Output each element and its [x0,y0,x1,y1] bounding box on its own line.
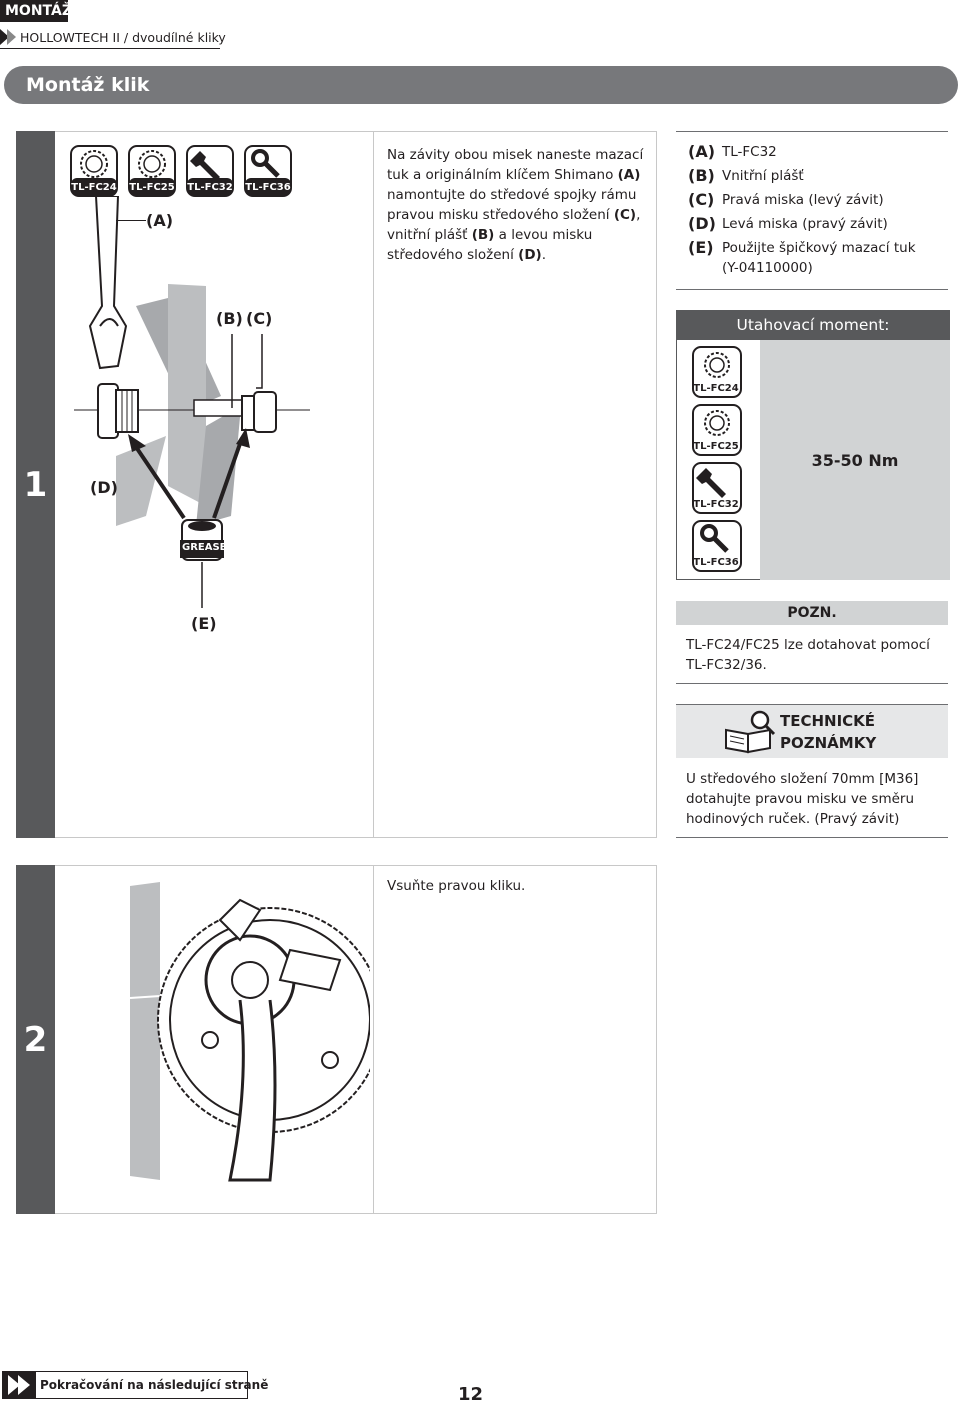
note-heading: POZN. [676,601,948,625]
step-1-divider [373,131,374,838]
wrench-icon [186,145,234,197]
note-bottom-rule [676,683,948,684]
label-b: (B) [216,309,243,328]
cup-tool-icon [70,145,118,197]
tech-notes-bottom-rule [676,837,948,838]
step-1-number: 1 [16,131,55,838]
tool-tl-fc24: TL-FC24 [70,145,118,199]
grease-label: GREASE [182,542,227,553]
label-a: (A) [146,211,174,230]
torque-tool-tl-fc32: TL-FC32 [692,462,742,516]
tool-tl-fc36: TL-FC36 [244,145,292,199]
step-2-description: Vsuňte pravou kliku. [387,878,526,894]
parts-list-item: (D)Levá miska (pravý závit) [688,214,888,233]
tool-label: TL-FC24 [71,182,117,193]
tool-label: TL-FC32 [693,499,739,510]
parts-list-item: (C)Pravá miska (levý závit) [688,190,884,209]
breadcrumb-arrows-icon [0,29,16,45]
crankset-illustration [130,882,370,1182]
parts-list-item: (E)Použijte špičkový mazací tuk [688,238,916,257]
parts-top-rule [676,131,948,132]
label-a-leader [116,220,146,221]
cup-tool-icon [692,346,742,398]
tool-label: TL-FC25 [129,182,175,193]
breadcrumb-label: HOLLOWTECH II / dvoudílné kliky [20,29,226,45]
cup-tool-icon [692,404,742,456]
wrench-icon [244,145,292,197]
double-arrow-icon [2,1371,36,1399]
tool-label: TL-FC36 [245,182,291,193]
parts-list-item: (Y-04110000) [722,260,813,276]
tool-label: TL-FC24 [693,383,739,394]
torque-tool-tl-fc25: TL-FC25 [692,404,742,458]
tech-notes-text: U středového složení 70mm [M36] dotahujt… [686,771,919,827]
torque-tool-tl-fc24: TL-FC24 [692,346,742,400]
book-magnifier-icon [725,710,776,754]
parts-list-item: (A)TL-FC32 [688,142,777,161]
tool-label: TL-FC25 [693,441,739,452]
cup-tool-icon [128,145,176,197]
step-2-number: 2 [16,865,55,1214]
tool-label: TL-FC32 [187,182,233,193]
note-text: TL-FC24/FC25 lze dotahovat pomocí TL-FC3… [686,637,930,673]
torque-tool-tl-fc36: TL-FC36 [692,520,742,574]
tech-notes-header [676,704,948,758]
section-tag: MONTÁŽ [0,0,72,22]
tool-icons-row: TL-FC24 TL-FC25 TL-FC32 TL-FC36 [70,145,300,199]
tool-label: TL-FC36 [693,557,739,568]
breadcrumb-underline [0,48,220,49]
label-e: (E) [191,614,217,633]
page-title: Montáž klik [4,66,958,104]
parts-list: (A)TL-FC32 (B)Vnitřní plášť (C)Pravá mis… [688,140,948,280]
torque-heading: Utahovací moment: [676,310,950,340]
label-c: (C) [246,309,273,328]
wrench-icon [692,462,742,514]
page-number: 12 [458,1384,484,1405]
step-1-description: Na závity obou misek naneste mazací tuk … [387,147,644,263]
wrench-icon [692,520,742,572]
label-d: (D) [90,478,118,497]
tool-tl-fc25: TL-FC25 [128,145,176,199]
parts-bottom-rule [676,289,948,290]
tech-notes-heading: TECHNICKÉ POZNÁMKY [780,712,877,752]
step-2-divider [373,865,374,1214]
parts-list-item: (B)Vnitřní plášť [688,166,804,185]
tool-tl-fc32: TL-FC32 [186,145,234,199]
continue-label: Pokračování na následující straně [40,1378,269,1392]
torque-tools: TL-FC24 TL-FC25 TL-FC32 TL-FC36 [692,346,744,576]
torque-value: 35-50 Nm [760,340,950,580]
bottom-bracket-illustration [74,196,310,608]
breadcrumb[interactable]: HOLLOWTECH II / dvoudílné kliky [0,26,226,48]
